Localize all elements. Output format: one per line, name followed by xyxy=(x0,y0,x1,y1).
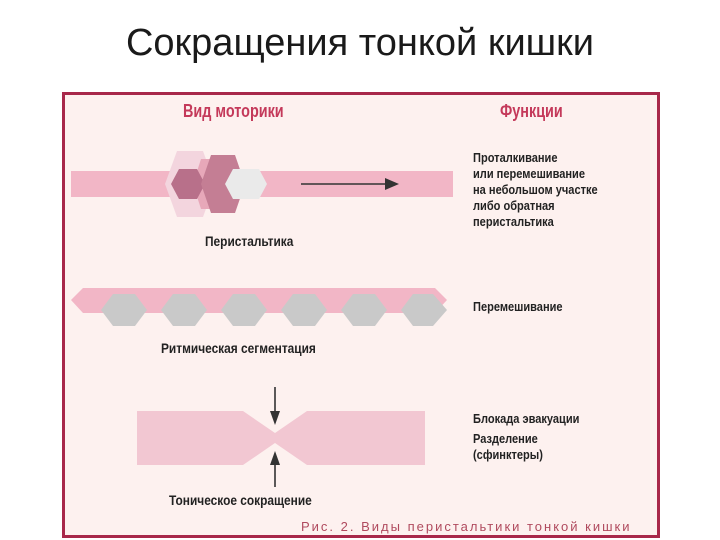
function-line: на небольшом участке xyxy=(473,182,598,197)
segmentation-drawing xyxy=(71,288,447,326)
function-segmentation: Перемешивание xyxy=(473,299,563,315)
peristalsis-drawing xyxy=(71,151,453,217)
function-line: или перемешивание xyxy=(473,166,585,181)
function-tonic: Блокада эвакуации Разделение (сфинктеры) xyxy=(473,411,579,463)
function-line: Разделение xyxy=(473,431,538,446)
header-motility-type: Вид моторики xyxy=(183,101,284,121)
label-tonic: Тоническое сокращение xyxy=(169,492,312,508)
function-line: перистальтика xyxy=(473,214,554,229)
function-line: Проталкивание xyxy=(473,150,558,165)
tonic-arrow-top-head xyxy=(270,411,280,425)
segmentation-segment xyxy=(281,294,327,326)
slide-title: Сокращения тонкой кишки xyxy=(125,22,595,64)
peristalsis-bolus-light xyxy=(225,169,267,199)
segmentation-segment xyxy=(221,294,267,326)
tonic-tube xyxy=(137,411,425,465)
function-line: Перемешивание xyxy=(473,299,563,314)
segmentation-segment xyxy=(101,294,147,326)
tonic-drawing xyxy=(137,387,425,487)
diagram-figure: Вид моторики Функции xyxy=(62,92,660,538)
tonic-arrow-bottom-head xyxy=(270,451,280,465)
segmentation-segment xyxy=(341,294,387,326)
function-line: (сфинктеры) xyxy=(473,447,543,462)
segmentation-segment xyxy=(161,294,207,326)
function-line: Блокада эвакуации xyxy=(473,411,580,426)
segmentation-segment xyxy=(401,294,447,326)
peristalsis-bolus-dark xyxy=(171,169,205,199)
peristalsis-arrow-head xyxy=(385,178,399,190)
function-peristalsis: Проталкивание или перемешивание на небол… xyxy=(473,150,598,230)
header-functions: Функции xyxy=(500,101,563,121)
label-segmentation: Ритмическая сегментация xyxy=(161,340,316,356)
function-line: либо обратная xyxy=(473,198,555,213)
motility-illustration xyxy=(71,151,453,487)
label-peristalsis: Перистальтика xyxy=(205,233,294,249)
figure-caption: Рис. 2. Виды перистальтики тонкой кишки xyxy=(301,519,632,534)
